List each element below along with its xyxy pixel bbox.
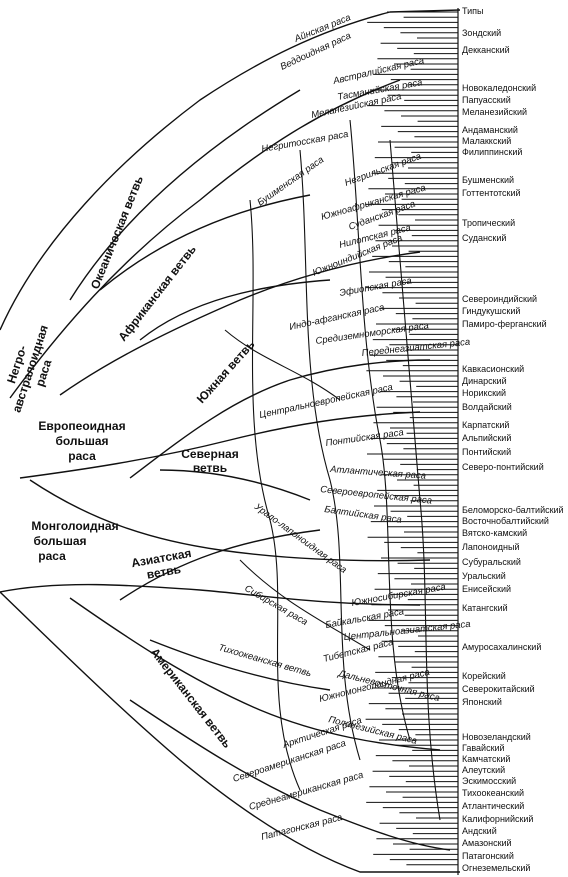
race-label: Атлантическая раса bbox=[329, 464, 427, 482]
type-label: Уральский bbox=[462, 571, 506, 581]
type-label: Енисейский bbox=[462, 584, 511, 594]
type-label: Декканский bbox=[462, 45, 510, 55]
svg-text:ветвь: ветвь bbox=[146, 562, 182, 582]
type-label: Папуасский bbox=[462, 95, 511, 105]
branch-northern: Северная ветвь bbox=[181, 447, 239, 475]
type-label: Альпийский bbox=[462, 433, 511, 443]
type-label: Камчатский bbox=[462, 754, 510, 764]
type-label: Бушменский bbox=[462, 175, 514, 185]
race-label: Североевропейская раса bbox=[320, 484, 433, 507]
big-race-euro: Европеоидная большая раса bbox=[38, 419, 125, 463]
types-header: Типы bbox=[462, 6, 483, 16]
type-label: Новокаледонский bbox=[462, 83, 536, 93]
type-label: Тихоокеанский bbox=[462, 788, 524, 798]
race-label: Среднеамериканская раса bbox=[248, 770, 365, 813]
type-label: Восточнобалтийский bbox=[462, 516, 549, 526]
tree-trunks bbox=[0, 9, 461, 873]
big-race-line: раса bbox=[68, 449, 96, 463]
type-label: Субуральский bbox=[462, 557, 521, 567]
type-label: Северокитайский bbox=[462, 684, 535, 694]
big-race-mongol: Монголоидная большая раса bbox=[31, 519, 118, 563]
type-label: Североиндийский bbox=[462, 294, 537, 304]
type-label: Огнеземельский bbox=[462, 863, 530, 873]
type-label: Северо-понтийский bbox=[462, 462, 544, 472]
svg-text:Северная: Северная bbox=[181, 447, 239, 461]
type-label: Суданский bbox=[462, 233, 506, 243]
type-label: Японский bbox=[462, 697, 502, 707]
type-label: Эскимосский bbox=[462, 776, 516, 786]
big-race-line: Европеоидная bbox=[38, 419, 125, 433]
type-label: Патагонский bbox=[462, 851, 514, 861]
type-label: Памиро-ферганский bbox=[462, 319, 547, 329]
race-label: Понтийская раса bbox=[325, 427, 404, 449]
type-label: Меланезийский bbox=[462, 107, 527, 117]
big-race-negro: Негро- австралоидная раса bbox=[4, 323, 54, 414]
type-list: ЗондскийДекканскийНовокаледонскийПапуасс… bbox=[462, 28, 564, 873]
big-race-line: большая bbox=[33, 534, 86, 548]
type-label: Зондский bbox=[462, 28, 501, 38]
branch-african: Африканская ветвь bbox=[115, 242, 199, 343]
race-label: Сибирская раса bbox=[243, 583, 310, 628]
type-label: Катангский bbox=[462, 603, 508, 613]
type-tines bbox=[365, 11, 458, 866]
big-race-line: большая bbox=[55, 434, 108, 448]
svg-text:ветвь: ветвь bbox=[193, 461, 227, 475]
type-label: Гиндукушский bbox=[462, 306, 520, 316]
type-label: Андаманский bbox=[462, 125, 518, 135]
type-label: Амуросахалинский bbox=[462, 642, 541, 652]
type-label: Вятско-камский bbox=[462, 528, 527, 538]
race-label: Тихоокеанская ветвь bbox=[217, 642, 312, 679]
type-label: Алеутский bbox=[462, 765, 505, 775]
type-label: Филиппинский bbox=[462, 147, 522, 157]
type-label: Динарский bbox=[462, 376, 507, 386]
type-label: Калифорнийский bbox=[462, 814, 533, 824]
type-label: Гавайский bbox=[462, 743, 505, 753]
type-label: Готтентотский bbox=[462, 188, 521, 198]
race-label: Негритосская раса bbox=[261, 129, 350, 155]
type-label: Лапоноидный bbox=[462, 542, 520, 552]
type-label: Кавкасионский bbox=[462, 364, 524, 374]
branch-southern: Южная ветвь bbox=[194, 337, 258, 406]
race-label: Бушменская раса bbox=[255, 154, 326, 208]
branch-american: Американская ветвь bbox=[148, 645, 235, 750]
type-label: Новозеландский bbox=[462, 732, 531, 742]
big-race-line: раса bbox=[38, 549, 66, 563]
race-label: Эфиопская раса bbox=[339, 275, 413, 299]
big-race-line: Монголоидная bbox=[31, 519, 118, 533]
type-label: Атлантический bbox=[462, 801, 524, 811]
type-label: Норикский bbox=[462, 388, 506, 398]
type-label: Понтийский bbox=[462, 447, 511, 457]
type-label: Беломорско-балтийский bbox=[462, 505, 564, 515]
race-label: Балтийская раса bbox=[324, 504, 403, 526]
type-label: Малаккский bbox=[462, 136, 511, 146]
type-label: Тропический bbox=[462, 218, 515, 228]
type-label: Амазонский bbox=[462, 838, 512, 848]
type-label: Андский bbox=[462, 826, 497, 836]
type-label: Корейский bbox=[462, 671, 506, 681]
type-label: Карпатский bbox=[462, 420, 509, 430]
type-label: Волдайский bbox=[462, 402, 512, 412]
